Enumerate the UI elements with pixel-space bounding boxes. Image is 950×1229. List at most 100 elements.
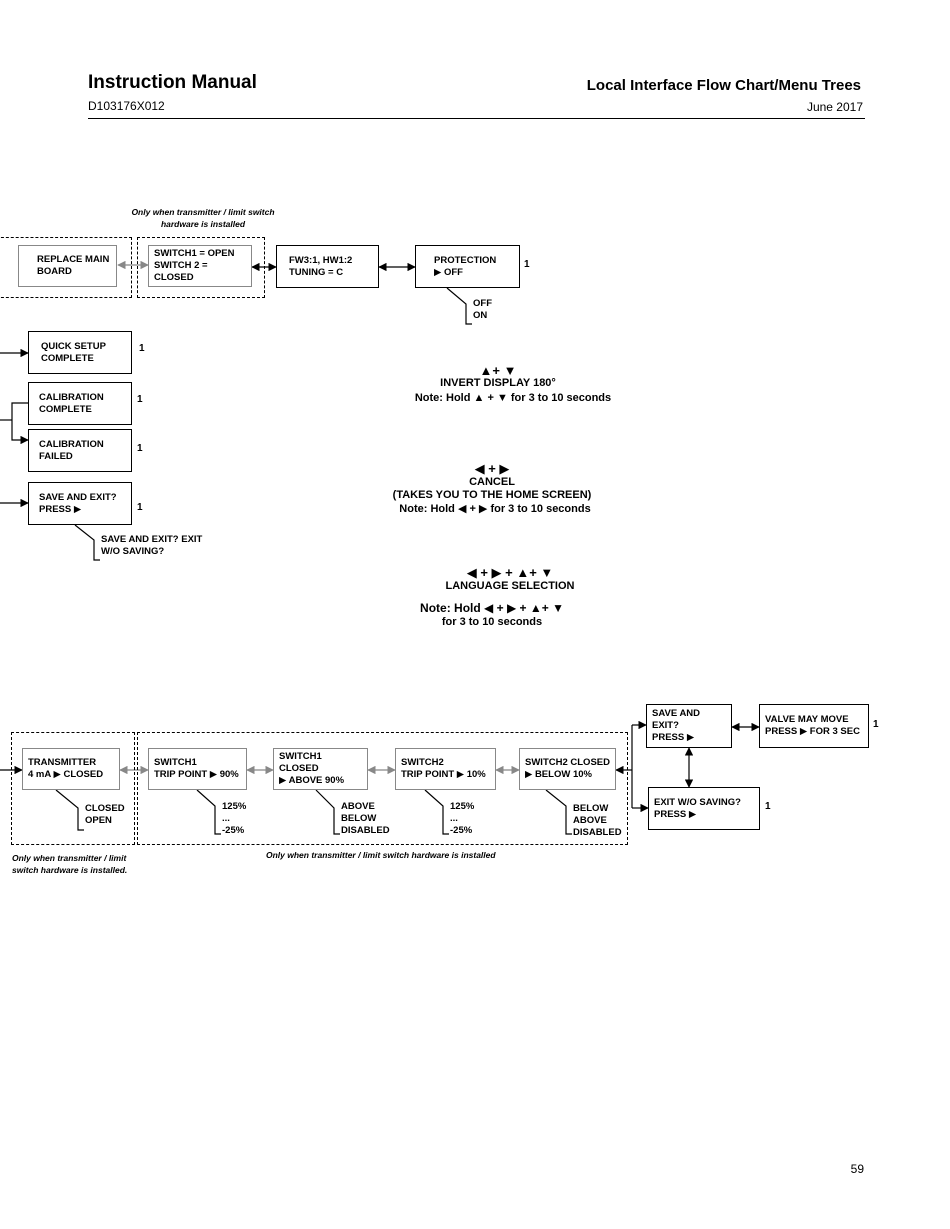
invert-display-note: Note: Hold ▲ + ▼ for 3 to 10 seconds bbox=[414, 392, 612, 404]
cancel-keys: ◀ + ▶ bbox=[474, 461, 510, 476]
invert-display-label: INVERT DISPLAY 180° bbox=[440, 377, 556, 389]
valve-may-move-press: PRESS ▶ FOR 3 SEC bbox=[765, 726, 860, 737]
protection-value: ▶ OFF bbox=[434, 266, 463, 278]
save-exit-option-save[interactable]: SAVE AND EXIT? EXIT bbox=[101, 534, 203, 545]
transmitter-option-closed[interactable]: CLOSED bbox=[85, 803, 125, 814]
quick-setup-marker: 1 bbox=[139, 343, 145, 354]
switch-status-line-1: SWITCH1 = OPEN bbox=[154, 248, 235, 259]
publication-date: June 2017 bbox=[806, 100, 863, 114]
exit-without-saving-press: PRESS ▶ bbox=[654, 808, 697, 820]
switch-status-box[interactable]: SWITCH1 = OPEN SWITCH 2 = CLOSED bbox=[148, 245, 252, 287]
switch2-closed-option-below[interactable]: BELOW bbox=[573, 803, 609, 814]
quick-setup-complete-box[interactable]: QUICK SETUP COMPLETE bbox=[28, 331, 132, 374]
language-note-duration: for 3 to 10 seconds bbox=[441, 616, 543, 628]
switch2-trip-option-max[interactable]: 125% bbox=[450, 801, 475, 812]
cancel-sublabel: (TAKES YOU TO THE HOME SCREEN) bbox=[392, 489, 592, 501]
firmware-line: FW3:1, HW1:2 bbox=[289, 254, 353, 266]
language-note: Note: Hold ◀ + ▶ + ▲+ ▼ bbox=[420, 601, 564, 615]
save-exit-option-discard[interactable]: W/O SAVING? bbox=[101, 546, 165, 557]
switch1-trip-option-ellipsis: ... bbox=[222, 813, 230, 824]
switch2-trip-label: SWITCH2 bbox=[401, 757, 444, 768]
calibration-failed-box[interactable]: CALIBRATION FAILED bbox=[28, 429, 132, 472]
switch2-closed-option-disabled[interactable]: DISABLED bbox=[573, 827, 622, 838]
switch1-trip-option-min[interactable]: -25% bbox=[222, 825, 245, 836]
transmitter-option-open[interactable]: OPEN bbox=[85, 815, 112, 826]
switch1-closed-options: ABOVE BELOW DISABLED bbox=[341, 801, 390, 837]
replace-main-board-label: REPLACE MAIN BOARD bbox=[37, 254, 110, 277]
quick-setup-complete-label: QUICK SETUP COMPLETE bbox=[41, 340, 106, 364]
switch1-trip-point-box[interactable]: SWITCH1 TRIP POINT ▶ 90% bbox=[148, 748, 247, 790]
switch2-closed-label: SWITCH2 CLOSED bbox=[525, 757, 610, 768]
save-exit-label-right: SAVE AND EXIT? bbox=[652, 708, 701, 731]
switch1-closed-option-above[interactable]: ABOVE bbox=[341, 801, 375, 812]
valve-may-move-box[interactable]: VALVE MAY MOVE PRESS ▶ FOR 3 SEC bbox=[759, 704, 869, 748]
cancel-note: Note: Hold ◀ + ▶ for 3 to 10 seconds bbox=[399, 503, 591, 515]
switch2-trip-point-box[interactable]: SWITCH2 TRIP POINT ▶ 10% bbox=[395, 748, 496, 790]
hardware-note-switches: Only when transmitter / limit switch har… bbox=[266, 850, 496, 860]
save-exit-box-left[interactable]: SAVE AND EXIT? PRESS ▶ bbox=[28, 482, 132, 525]
protection-box[interactable]: PROTECTION ▶ OFF bbox=[415, 245, 520, 288]
transmitter-box[interactable]: TRANSMITTER 4 mA ▶ CLOSED bbox=[22, 748, 120, 790]
switch2-trip-options: 125% ... -25% bbox=[450, 801, 474, 837]
save-exit-box-right[interactable]: SAVE AND EXIT? PRESS ▶ bbox=[646, 704, 732, 748]
protection-option-off[interactable]: OFF bbox=[473, 298, 492, 309]
firmware-tuning-box[interactable]: FW3:1, HW1:2 TUNING = C bbox=[276, 245, 379, 288]
switch-status-line-2: SWITCH 2 = CLOSED bbox=[154, 260, 208, 283]
header-rule bbox=[88, 118, 865, 119]
calibration-failed-marker: 1 bbox=[137, 443, 143, 454]
switch1-closed-box[interactable]: SWITCH1 CLOSED ▶ ABOVE 90% bbox=[273, 748, 368, 790]
transmitter-value: 4 mA ▶ CLOSED bbox=[28, 769, 104, 780]
switch2-closed-box[interactable]: SWITCH2 CLOSED ▶ BELOW 10% bbox=[519, 748, 616, 790]
calibration-complete-marker: 1 bbox=[137, 394, 143, 405]
page-number: 59 bbox=[850, 1162, 864, 1176]
switch1-trip-options: 125% ... -25% bbox=[222, 801, 246, 837]
save-exit-label-left: SAVE AND EXIT? bbox=[39, 491, 117, 503]
calibration-failed-label: CALIBRATION FAILED bbox=[39, 438, 104, 462]
hardware-note-transmitter: Only when transmitter / limit switch har… bbox=[12, 853, 128, 875]
document-number: D103176X012 bbox=[88, 99, 165, 113]
switch2-trip-option-min[interactable]: -25% bbox=[450, 825, 473, 836]
switch2-closed-option-above[interactable]: ABOVE bbox=[573, 815, 607, 826]
protection-option-on[interactable]: ON bbox=[473, 310, 488, 321]
switch1-closed-option-below[interactable]: BELOW bbox=[341, 813, 377, 824]
exit-without-saving-marker: 1 bbox=[765, 801, 771, 812]
protection-options: OFF ON bbox=[473, 298, 492, 322]
calibration-complete-box[interactable]: CALIBRATION COMPLETE bbox=[28, 382, 132, 425]
switch1-closed-label: SWITCH1 CLOSED bbox=[279, 751, 322, 774]
calibration-complete-label: CALIBRATION COMPLETE bbox=[39, 391, 104, 415]
dashed-group-switch-status bbox=[137, 237, 265, 298]
switch2-trip-value: TRIP POINT ▶ 10% bbox=[401, 769, 486, 780]
switch1-trip-value: TRIP POINT ▶ 90% bbox=[154, 769, 239, 780]
save-exit-marker-left: 1 bbox=[137, 502, 143, 513]
switch2-trip-option-ellipsis: ... bbox=[450, 813, 458, 824]
hardware-note-top: Only when transmitter / limit switch har… bbox=[131, 207, 275, 229]
switch1-closed-value: ▶ ABOVE 90% bbox=[279, 775, 345, 786]
save-exit-press-right: PRESS ▶ bbox=[652, 732, 695, 743]
exit-without-saving-box[interactable]: EXIT W/O SAVING? PRESS ▶ bbox=[648, 787, 760, 830]
exit-without-saving-label: EXIT W/O SAVING? bbox=[654, 796, 741, 808]
switch2-closed-options: BELOW ABOVE DISABLED bbox=[573, 803, 622, 839]
tuning-line: TUNING = C bbox=[289, 266, 344, 278]
switch2-closed-value: ▶ BELOW 10% bbox=[525, 769, 592, 780]
dashed-group-replace-board bbox=[0, 237, 132, 298]
language-keys: ◀ + ▶ + ▲+ ▼ bbox=[466, 565, 554, 580]
section-title: Local Interface Flow Chart/Menu Trees bbox=[586, 77, 861, 94]
protection-label: PROTECTION bbox=[434, 254, 497, 266]
invert-display-keys: ▲+ ▼ bbox=[479, 363, 517, 378]
save-exit-press-left: PRESS ▶ bbox=[39, 503, 82, 515]
language-selection-label: LANGUAGE SELECTION bbox=[445, 580, 575, 592]
dashed-group-transmitter bbox=[11, 732, 135, 845]
transmitter-label: TRANSMITTER bbox=[28, 757, 97, 768]
dashed-group-switches bbox=[137, 732, 628, 845]
cancel-label: CANCEL bbox=[469, 476, 515, 488]
valve-may-move-label: VALVE MAY MOVE bbox=[765, 714, 849, 725]
replace-main-board-box[interactable]: REPLACE MAIN BOARD bbox=[18, 245, 117, 287]
save-exit-options-left: SAVE AND EXIT? EXIT W/O SAVING? bbox=[101, 534, 202, 558]
manual-title: Instruction Manual bbox=[88, 72, 257, 93]
valve-may-move-marker: 1 bbox=[873, 719, 879, 730]
switch1-closed-option-disabled[interactable]: DISABLED bbox=[341, 825, 390, 836]
switch1-trip-option-max[interactable]: 125% bbox=[222, 801, 247, 812]
switch1-trip-label: SWITCH1 bbox=[154, 757, 197, 768]
transmitter-options: CLOSED OPEN bbox=[85, 803, 125, 827]
protection-footnote-marker: 1 bbox=[524, 259, 530, 270]
